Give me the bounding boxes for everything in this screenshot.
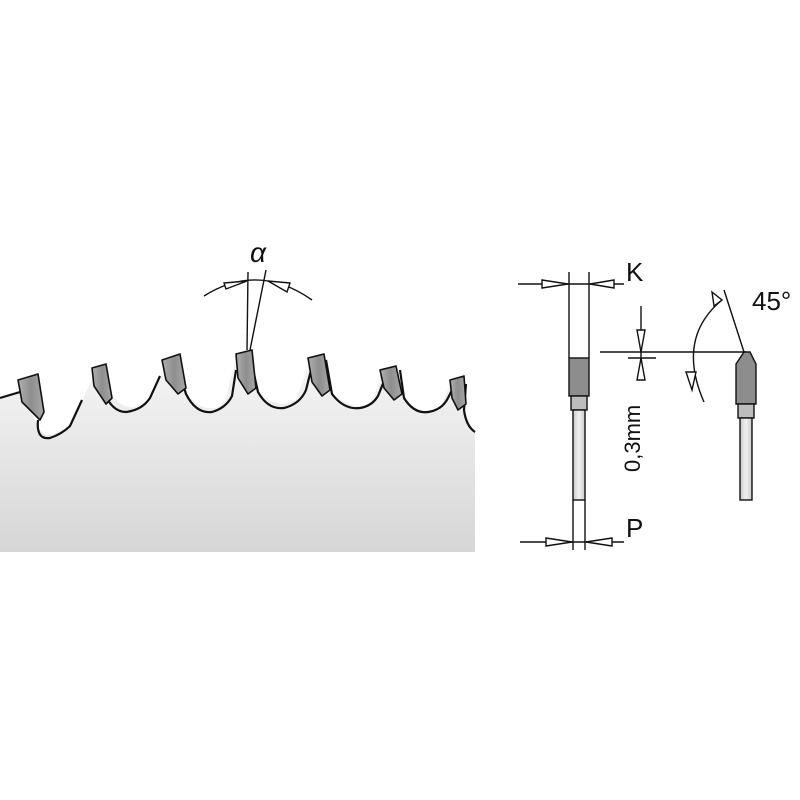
hook-face-line — [249, 269, 267, 351]
arrow-head — [585, 537, 613, 547]
chamfer-size-dimension — [600, 306, 746, 381]
arrow-head — [636, 357, 646, 381]
kerf-tooth-base — [570, 395, 588, 411]
arrow-head — [267, 280, 291, 294]
chamfer-tooth-base — [737, 403, 755, 419]
angle-arc — [692, 299, 723, 403]
arrow-head — [685, 371, 697, 393]
arrow-head — [545, 537, 573, 547]
kerf-label: K — [626, 257, 644, 287]
arrow-head — [541, 279, 569, 289]
blade-outline — [0, 355, 476, 440]
alpha-label: α — [250, 237, 267, 268]
tooth-tip — [235, 349, 257, 395]
alpha-arc — [203, 279, 313, 301]
kerf-tooth-block — [568, 357, 590, 397]
plate-label: P — [626, 513, 643, 543]
chamfered-tooth-block — [735, 351, 757, 405]
blade-profile: α — [0, 237, 476, 552]
arrow-head — [589, 279, 615, 289]
chamfer-angle-label: 45° — [752, 286, 791, 316]
arrow-head — [636, 329, 646, 353]
tooth-tip — [307, 353, 331, 397]
tooth-tip — [161, 353, 187, 395]
plate-body — [572, 409, 586, 501]
chamfer-size-label: 0,3mm — [620, 405, 645, 472]
chamfer-plate-body — [739, 417, 753, 501]
chamfer-face-line — [723, 289, 745, 353]
tooth-tip — [91, 363, 113, 405]
tooth-tip — [449, 375, 467, 411]
tooth-tip — [17, 373, 45, 421]
arrow-head — [711, 290, 724, 308]
blade-body — [0, 356, 475, 552]
alpha-angle-marker — [203, 269, 313, 351]
kerf-section — [518, 272, 624, 550]
chamfer-tooth-section — [685, 289, 757, 501]
arrow-head — [223, 280, 248, 290]
vertical-reference-line — [246, 271, 249, 351]
tooth-tip — [379, 365, 403, 401]
carbide-teeth — [17, 349, 467, 421]
